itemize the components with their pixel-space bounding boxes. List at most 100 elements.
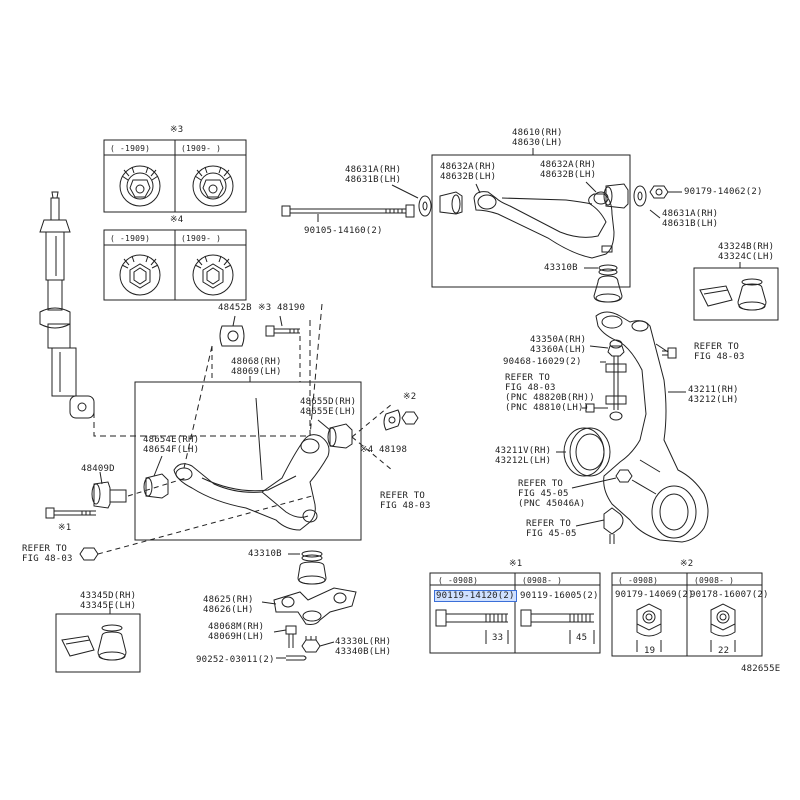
part-label-43211v[interactable]: 43211V(RH) — [495, 446, 552, 456]
part-label-48632a-left[interactable]: 48632A(RH) — [440, 162, 497, 172]
bushing[interactable] — [603, 183, 629, 209]
part-label-48069h[interactable]: 48069H(LH) — [208, 632, 265, 642]
part-label-90468-16029[interactable]: 90468-16029(2) — [503, 357, 582, 367]
part-label-43310b-upper[interactable]: 43310B — [544, 263, 578, 273]
nut[interactable] — [649, 185, 669, 199]
cam-washer[interactable] — [383, 409, 401, 431]
ball-joint-boot[interactable] — [97, 624, 127, 661]
refer-label[interactable]: FIG 48-03 — [380, 501, 431, 511]
part-label-48625[interactable]: 48625(RH) — [203, 595, 254, 605]
steering-knuckle[interactable] — [595, 311, 709, 543]
part-label-48610[interactable]: 48610(RH) — [512, 128, 563, 138]
refer-label[interactable]: FIG 45-05 — [518, 489, 569, 499]
refer-label[interactable]: FIG 48-03 — [505, 383, 556, 393]
part-label-90179-14069[interactable]: 90179-14069(2) — [615, 590, 694, 600]
part-label-48626[interactable]: 48626(LH) — [203, 605, 254, 615]
part-label-48631a-right[interactable]: 48631A(RH) — [662, 209, 719, 219]
refer-label[interactable]: FIG 48-03 — [694, 352, 745, 362]
part-label-48630[interactable]: 48630(LH) — [512, 138, 563, 148]
part-label-48632b-left[interactable]: 48632B(LH) — [440, 172, 497, 182]
diagram-code: 482655E — [741, 664, 781, 674]
cotter-pin[interactable] — [286, 655, 307, 661]
part-label-43340b[interactable]: 43340B(LH) — [335, 647, 392, 657]
part-label-43360a[interactable]: 43360A(LH) — [530, 345, 587, 355]
part-label-90119-14120-selected[interactable]: 90119-14120(2) — [434, 590, 517, 602]
ball-joint-boot[interactable] — [297, 550, 327, 585]
tie-rod-end[interactable] — [603, 507, 624, 544]
part-label-48654f[interactable]: 48654F(LH) — [143, 445, 200, 455]
part-label-90252-03011[interactable]: 90252-03011(2) — [196, 655, 275, 665]
washer[interactable] — [418, 195, 432, 217]
part-label-90105-14160[interactable]: 90105-14160(2) — [304, 226, 383, 236]
part-label-43350a[interactable]: 43350A(RH) — [530, 335, 587, 345]
refer-label[interactable]: FIG 45-05 — [526, 529, 577, 539]
part-label-43345e[interactable]: 43345E(LH) — [80, 601, 137, 611]
part-label-48069[interactable]: 48069(LH) — [231, 367, 282, 377]
bushing[interactable] — [439, 191, 463, 215]
part-label-48632b-right[interactable]: 48632B(LH) — [540, 170, 597, 180]
part-label-48631a-left[interactable]: 48631A(RH) — [345, 165, 402, 175]
ball-joint-boot[interactable] — [737, 278, 767, 311]
washer[interactable] — [633, 185, 647, 207]
cam-bolt[interactable] — [265, 325, 300, 337]
part-label-90178-16007[interactable]: 90178-16007(2) — [690, 590, 769, 600]
bolt[interactable] — [45, 507, 96, 519]
bolt[interactable] — [662, 347, 677, 359]
lower-ball-joint[interactable] — [273, 587, 357, 625]
part-label-48068[interactable]: 48068(RH) — [231, 357, 282, 367]
refer-label[interactable]: REFER TO — [526, 519, 571, 529]
part-label-43212l[interactable]: 43212L(LH) — [495, 456, 552, 466]
part-label-48632a-right[interactable]: 48632A(RH) — [540, 160, 597, 170]
nut[interactable] — [615, 469, 633, 483]
part-label-43324c[interactable]: 43324C(LH) — [718, 252, 775, 262]
dust-deflector[interactable] — [563, 427, 611, 477]
part-label-43330l[interactable]: 43330L(RH) — [335, 637, 392, 647]
upper-control-arm[interactable] — [473, 191, 615, 259]
lower-control-arm[interactable] — [173, 397, 330, 531]
part-label-48655d[interactable]: 48655D(RH) — [300, 397, 357, 407]
long-bolt[interactable] — [281, 204, 415, 218]
part-label-48190[interactable]: ※3 48190 — [258, 303, 306, 313]
part-label-90179-14062[interactable]: 90179-14062(2) — [684, 187, 763, 197]
shock-absorber[interactable] — [39, 191, 95, 419]
part-label-43211[interactable]: 43211(RH) — [688, 385, 739, 395]
note-marker-1-lower: ※1 — [58, 523, 72, 533]
grease-packet[interactable] — [61, 635, 95, 657]
refer-label[interactable]: FIG 48-03 — [22, 554, 73, 564]
part-label-48068m[interactable]: 48068M(RH) — [208, 622, 265, 632]
part-label-43345d[interactable]: 43345D(RH) — [80, 591, 137, 601]
nut[interactable] — [401, 411, 419, 425]
castle-nut[interactable] — [301, 636, 321, 653]
part-label-48654e[interactable]: 48654E(RH) — [143, 435, 200, 445]
refer-label[interactable]: (PNC 48820B(RH)) — [505, 393, 595, 403]
part-label-48631b-left[interactable]: 48631B(LH) — [345, 175, 402, 185]
part-label-48452b[interactable]: 48452B — [218, 303, 252, 313]
part-label-43212[interactable]: 43212(LH) — [688, 395, 739, 405]
bolt[interactable] — [585, 403, 608, 413]
refer-label[interactable]: REFER TO — [518, 479, 563, 489]
cam-plate[interactable] — [219, 325, 245, 347]
part-label-48655e[interactable]: 48655E(LH) — [300, 407, 357, 417]
grease-packet[interactable] — [699, 285, 733, 307]
part-label-48631b-right[interactable]: 48631B(LH) — [662, 219, 719, 229]
part-label-48409d[interactable]: 48409D — [81, 464, 115, 474]
nut[interactable] — [79, 547, 99, 561]
bushing[interactable] — [143, 473, 169, 499]
bushing[interactable] — [91, 481, 127, 509]
part-label-43310b-lower[interactable]: 43310B — [248, 549, 282, 559]
refer-label[interactable]: (PNC 48810(LH)) — [505, 403, 590, 413]
refer-label[interactable]: REFER TO — [22, 544, 67, 554]
leader-line — [127, 477, 187, 497]
refer-label[interactable]: REFER TO — [380, 491, 425, 501]
refer-label[interactable]: (PNC 45046A) — [518, 499, 586, 509]
part-label-43324b[interactable]: 43324B(RH) — [718, 242, 775, 252]
bolt[interactable] — [285, 625, 297, 648]
part-label-48198[interactable]: ※4 48198 — [360, 445, 408, 455]
refer-label[interactable]: REFER TO — [694, 342, 739, 352]
part-label-90119-16005[interactable]: 90119-16005(2) — [520, 591, 599, 601]
stabilizer-link[interactable] — [605, 339, 627, 421]
refer-label[interactable]: REFER TO — [505, 373, 550, 383]
bushing[interactable] — [327, 423, 353, 449]
ball-joint-boot[interactable] — [593, 264, 623, 303]
